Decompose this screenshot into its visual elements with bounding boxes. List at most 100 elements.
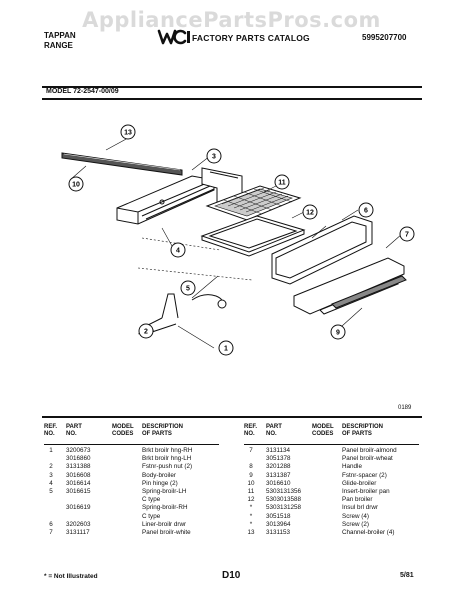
part-no: 3051378: [266, 455, 291, 463]
catalog-title: FACTORY PARTS CATALOG: [192, 33, 310, 43]
part-description: Pan broiler: [342, 496, 373, 504]
part-description: Pin hinge (2): [142, 479, 178, 487]
part-no: 3016619: [66, 504, 91, 512]
part-description: Brkt broilr hng-LH: [142, 455, 192, 463]
ref-no: 6: [49, 520, 53, 528]
table-row: 4 3016614 Pin hinge (2): [44, 480, 219, 488]
part-no: 3016615: [66, 487, 91, 495]
callout-13: 13: [120, 124, 136, 140]
exploded-parts-diagram: 13 10 3 11 12 6 7 4 5 2 1 9 8: [61, 124, 415, 356]
brand-name: TAPPAN: [44, 31, 76, 40]
hinge-bracket-drawing: [145, 293, 227, 333]
callout-10: 10: [68, 176, 84, 192]
broiler-drawer-panel-drawing: [293, 257, 407, 315]
ref-no: 11: [247, 487, 255, 495]
callout-1: 1: [218, 340, 234, 356]
table-row: 3 3016608 Body-broiler: [44, 472, 219, 480]
callout-9: 9: [330, 324, 346, 340]
part-no: 3016614: [66, 479, 91, 487]
part-no: 3131387: [266, 471, 291, 479]
part-no: 3131388: [66, 463, 91, 471]
ref-no: *: [249, 520, 253, 528]
callout-7: 7: [399, 226, 415, 242]
svg-text:4: 4: [176, 248, 180, 255]
part-no: 3016608: [66, 471, 91, 479]
broiler-drawer-liner-drawing: [271, 215, 373, 285]
product-type: RANGE: [44, 41, 73, 50]
ref-no: 3: [49, 471, 53, 479]
part-no: 3013964: [266, 520, 291, 528]
part-description: Insul brl drwr: [342, 504, 379, 512]
part-description: Screw (4): [342, 512, 369, 520]
part-description: Body-broiler: [142, 471, 176, 479]
table-row: 3016619 Spring-broilr-RH: [44, 504, 219, 512]
footnote: * = Not Illustrated: [44, 573, 98, 580]
svg-text:5: 5: [186, 286, 190, 293]
table-row: 12 5303013588 Pan broiler: [244, 496, 419, 504]
part-description: Panel broilr-wheat: [342, 455, 393, 463]
document-number: 5995207700: [362, 33, 407, 42]
part-description: Spring-broilr-LH: [142, 487, 187, 495]
ref-no: 13: [247, 528, 255, 536]
part-no: 3131134: [266, 447, 291, 454]
part-description: Fstnr-spacer (2): [342, 471, 387, 479]
ref-no: 4: [49, 479, 53, 487]
watermark: AppliancePartsPros.com: [82, 8, 381, 32]
broiler-pan-drawing: [200, 215, 306, 257]
svg-text:3: 3: [212, 154, 216, 161]
svg-text:2: 2: [144, 329, 148, 336]
part-description: Screw (2): [342, 520, 369, 528]
part-description: C type: [142, 512, 161, 520]
part-no: 5303131258: [266, 504, 302, 512]
callout-4: 4: [170, 242, 186, 258]
callout-5: 5: [180, 280, 196, 296]
callout-8: 8: [408, 268, 412, 275]
brand-block: TAPPAN RANGE: [44, 31, 76, 51]
revision-date: 5/81: [400, 572, 414, 579]
table-row: * 3013964 Screw (2): [244, 521, 419, 529]
broiler-channel-drawing: [61, 152, 183, 176]
part-description: Panel broilr-white: [142, 528, 191, 536]
part-description: Handle: [342, 463, 362, 471]
svg-text:7: 7: [405, 232, 409, 239]
part-no: 3131153: [266, 528, 291, 536]
wci-logo: [157, 29, 190, 45]
header-ref: REF.NO.: [244, 424, 258, 437]
callout-6: 6: [358, 202, 374, 218]
svg-text:9: 9: [336, 330, 340, 337]
part-no: 5303013588: [266, 496, 302, 504]
part-no: 3051518: [266, 512, 291, 520]
svg-text:6: 6: [364, 208, 368, 215]
model-number: MODEL 72-2547-00/09: [46, 88, 119, 95]
ref-no: 9: [249, 471, 253, 479]
ref-no: 12: [247, 496, 255, 504]
diagram-code: 0189: [398, 405, 412, 411]
ref-no: 10: [247, 479, 255, 487]
ref-no: 8: [249, 463, 253, 471]
page-number: D10: [222, 570, 241, 581]
part-description: Spring-broilr-RH: [142, 504, 188, 512]
broiler-pan-insert-drawing: [205, 185, 302, 221]
ref-no: *: [249, 504, 253, 512]
callout-12: 12: [302, 204, 318, 220]
